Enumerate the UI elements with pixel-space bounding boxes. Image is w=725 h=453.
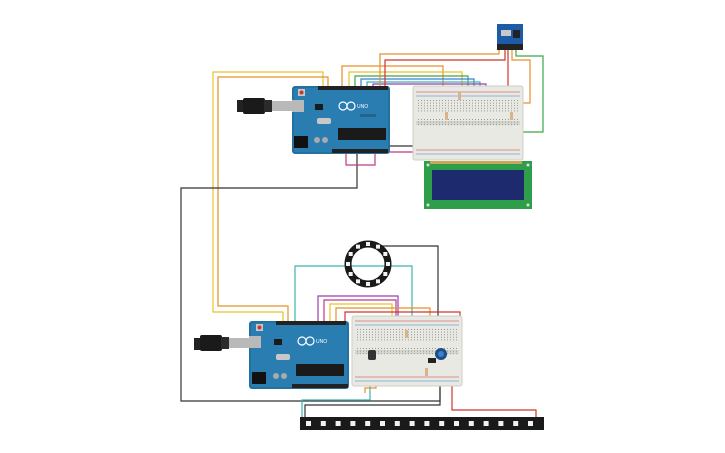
lcd-display[interactable] — [424, 161, 532, 209]
wire-red-top[interactable] — [384, 50, 506, 87]
dc-jack-icon — [294, 136, 308, 148]
wire-orange-top-3[interactable] — [379, 50, 500, 87]
wire-teal-strip[interactable] — [301, 378, 371, 420]
atmega-chip — [296, 364, 344, 376]
usb-port — [249, 336, 261, 348]
lcd-screen — [432, 170, 524, 200]
breadboard-top[interactable] — [412, 85, 524, 161]
board-label: UNO — [316, 339, 327, 345]
breadboard-bottom[interactable] — [351, 315, 463, 387]
arduino-logo-icon — [297, 336, 315, 346]
arduino-uno-top[interactable]: UNO — [229, 86, 390, 154]
usb-cable-icon[interactable] — [186, 335, 249, 351]
transistor-component[interactable] — [428, 358, 436, 363]
atmega-chip — [338, 128, 386, 140]
arduino-logo-icon — [338, 101, 356, 111]
wire-orange-esp[interactable] — [511, 50, 531, 104]
arduino-uno-bottom[interactable]: UNO — [186, 321, 349, 389]
wire-yellow-left-1[interactable] — [212, 71, 324, 322]
wire-yellow-bottom[interactable] — [329, 303, 393, 322]
usb-port — [292, 100, 304, 112]
esp-module-icon[interactable] — [497, 24, 523, 50]
wire-magenta-bottom[interactable] — [323, 299, 397, 322]
dc-jack-icon — [252, 372, 266, 384]
wire-teal-bottom[interactable] — [294, 265, 413, 322]
led-ring-icon[interactable] — [344, 240, 392, 288]
wire-green-esp[interactable] — [515, 50, 544, 133]
board-label: UNO — [357, 104, 368, 110]
knob-icon[interactable] — [435, 348, 447, 360]
wire-yellow-left-2[interactable] — [217, 76, 329, 322]
led-strip-icon[interactable] — [300, 417, 544, 430]
sensor-component[interactable] — [368, 350, 376, 360]
wire-purple-bottom[interactable] — [317, 295, 399, 330]
usb-cable-icon[interactable] — [229, 98, 292, 114]
wire-black-ring[interactable] — [374, 245, 439, 318]
